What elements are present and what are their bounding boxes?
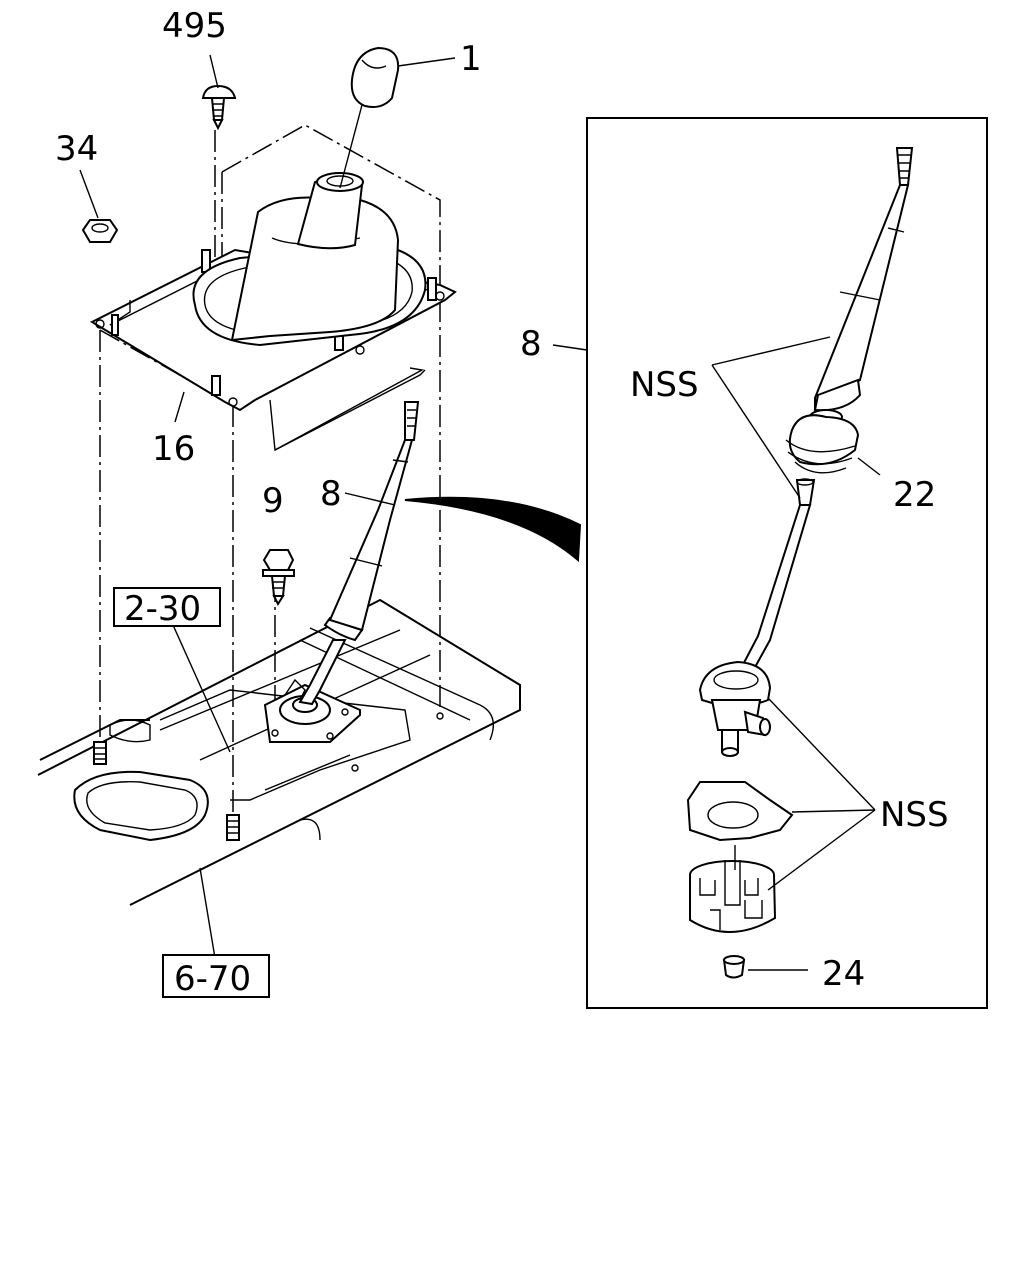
leader-lines-left [79, 54, 456, 959]
callout-boot-plate: 16 [152, 429, 195, 469]
detail-gasket [686, 781, 794, 842]
callout-knob: 1 [460, 39, 482, 79]
shift-lever-assembly [298, 401, 420, 706]
callout-ref-floor: 6-70 [174, 959, 251, 999]
detail-arrow [404, 496, 582, 563]
callout-nss-upper: NSS [630, 365, 699, 405]
detail-bushing [722, 955, 746, 979]
callout-nss-lower: NSS [880, 795, 949, 835]
callout-lever-main: 8 [320, 474, 342, 514]
floor-panel [37, 598, 521, 906]
floor-studs [93, 741, 240, 841]
shift-boot [192, 172, 427, 347]
bolt-9 [262, 549, 295, 607]
detail-bellow [785, 409, 860, 474]
ref-box-console [113, 587, 221, 627]
ref-box-floor [162, 954, 270, 998]
floor-grommet [73, 770, 209, 842]
detail-retainer [689, 845, 777, 933]
bolt-495 [201, 84, 237, 131]
callout-bushing: 24 [822, 954, 865, 994]
callout-nut: 34 [55, 129, 98, 169]
detail-leader [552, 344, 588, 351]
callout-boot-detail: 22 [893, 475, 936, 515]
shift-knob [339, 46, 400, 189]
nut-34 [81, 219, 119, 243]
detail-ball-joint [698, 660, 772, 757]
callout-detail-lever: 8 [520, 324, 542, 364]
callout-bolt-top: 495 [162, 6, 227, 46]
leader-lines-right [711, 336, 881, 971]
callout-ref-console: 2-30 [124, 589, 201, 629]
callout-bolt-mid: 9 [262, 481, 284, 521]
detail-lever-sleeve [813, 147, 914, 412]
